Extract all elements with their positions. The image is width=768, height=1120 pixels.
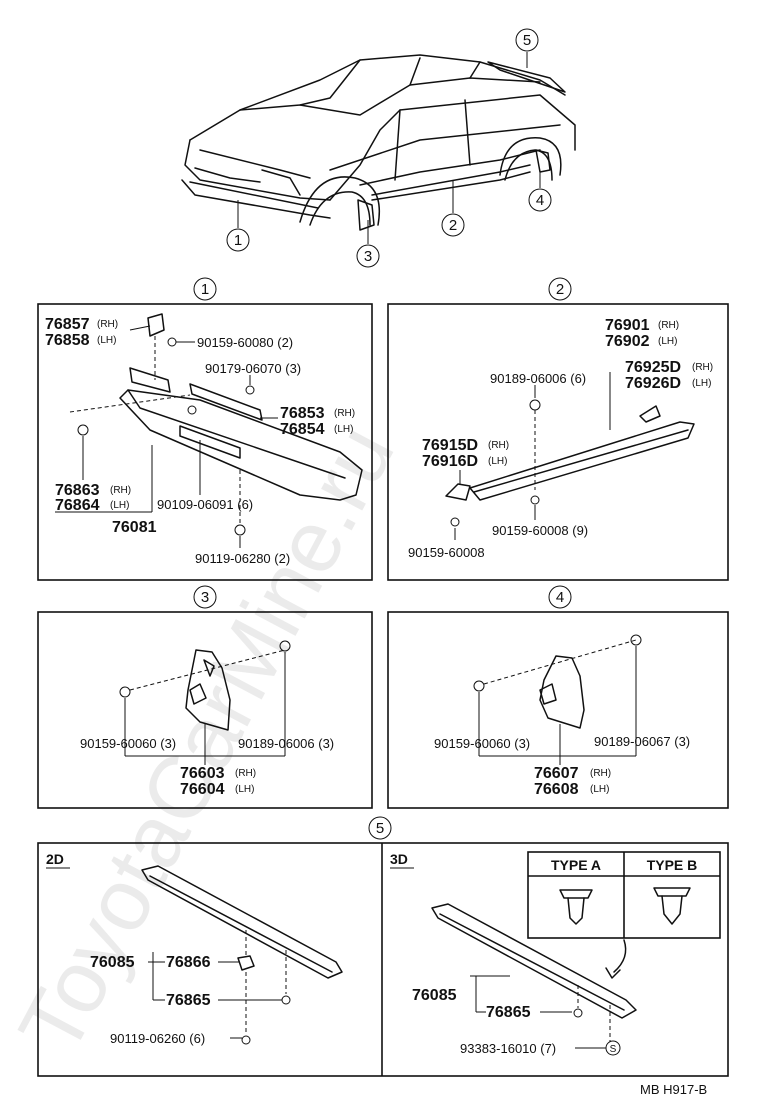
rear-mudguard-drawing [539,655,585,729]
panel-1-frame [37,303,373,581]
rh-label: (RH) [97,319,118,330]
rh-label: (RH) [235,768,256,779]
lh-label: (LH) [488,456,507,467]
type-b-clip-icon [653,887,691,925]
bolt-90119-06280: 90119-06280 (2) [195,551,290,566]
callout-1: 1 [234,232,242,249]
clip-93383-16010: 93383-16010 (7) [460,1041,556,1056]
rh-label: (RH) [692,362,713,373]
arrow-icon [613,939,627,973]
lh-label: (LH) [334,424,353,435]
part-76863: 76863 [55,482,100,499]
sub-panel-2d-title: 2D [46,851,64,867]
rh-label: (RH) [658,320,679,331]
type-a-label: TYPE A [551,857,601,873]
part-76915D: 76915D [422,437,478,454]
clip-symbol: S [610,1044,617,1055]
part-76607: 76607 [534,765,579,782]
lh-label: (LH) [97,335,116,346]
bolt-90119-06260: 90119-06260 (6) [110,1031,205,1046]
type-a-clip-icon [559,889,593,925]
side-skirt-drawing [445,405,695,501]
part-76866: 76866 [166,954,211,971]
part-76925D: 76925D [625,359,681,376]
clip-90179-06070: 90179-06070 (3) [205,361,301,376]
front-spoiler-drawing [119,313,363,501]
part-76081: 76081 [112,519,157,536]
car-overview [181,54,576,231]
part-76085: 76085 [90,954,135,971]
rear-spoiler-2d-drawing [141,865,343,979]
panel-4-frame [387,611,729,809]
part-76604: 76604 [180,781,225,798]
part-76857: 76857 [45,316,90,333]
clip-90189-06067: 90189-06067 (3) [594,734,690,749]
part-76603: 76603 [180,765,225,782]
rh-label: (RH) [488,440,509,451]
part-76926D: 76926D [625,375,681,392]
screw-90159-60008-9: 90159-60008 (9) [492,523,588,538]
part-76916D: 76916D [422,453,478,470]
panel-1-callout: 1 [201,281,209,298]
part-76085: 76085 [412,987,457,1004]
callout-5: 5 [523,32,531,49]
screw-90159-60008: 90159-60008 [408,545,485,560]
panel-5-callout: 5 [376,820,384,837]
rear-spoiler-3d-drawing [431,903,637,1019]
part-76853: 76853 [280,405,325,422]
rh-label: (RH) [334,408,355,419]
lh-label: (LH) [110,500,129,511]
lh-label: (LH) [658,336,677,347]
rh-label: (RH) [590,768,611,779]
panel-5-frame [37,842,729,1077]
lh-label: (LH) [235,784,254,795]
part-76865: 76865 [166,992,211,1009]
panel-3-frame [37,611,373,809]
bolt-90109-06091: 90109-06091 (6) [157,497,253,512]
screw-90159-60060: 90159-60060 (3) [80,736,176,751]
callout-4: 4 [536,192,544,209]
part-76865: 76865 [486,1004,531,1021]
clip-90189-06006: 90189-06006 (6) [490,371,586,386]
callout-3: 3 [364,248,372,265]
screw-90159-60060: 90159-60060 (3) [434,736,530,751]
callout-2: 2 [449,217,457,234]
clip-90189-06006: 90189-06006 (3) [238,736,334,751]
sub-panel-3d-title: 3D [390,851,408,867]
panel-2-callout: 2 [556,281,564,298]
part-76608: 76608 [534,781,579,798]
panel-4-callout: 4 [556,589,564,606]
lh-label: (LH) [692,378,711,389]
part-76854: 76854 [280,421,325,438]
part-76864: 76864 [55,497,100,514]
part-76902: 76902 [605,333,650,350]
bolt-90159-60080: 90159-60080 (2) [197,335,293,350]
part-76901: 76901 [605,317,650,334]
type-b-label: TYPE B [647,857,698,873]
rh-label: (RH) [110,485,131,496]
lh-label: (LH) [590,784,609,795]
front-mudguard-drawing [185,649,231,731]
panel-3-callout: 3 [201,589,209,606]
part-76858: 76858 [45,332,90,349]
panel-2-frame [387,303,729,581]
drawing-code: MB H917-B [640,1082,707,1097]
